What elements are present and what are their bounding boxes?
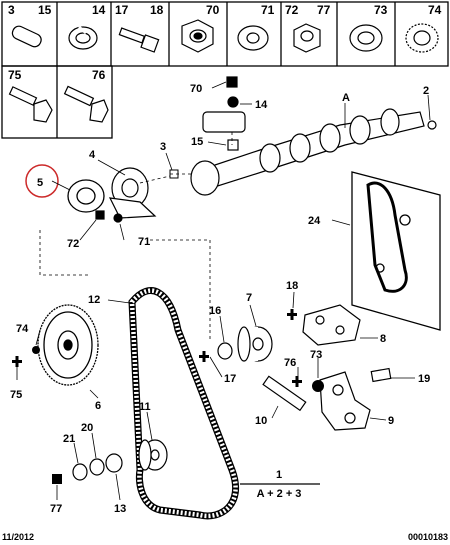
callout-label: 19: [418, 373, 430, 385]
bolt-head: [32, 346, 40, 354]
callout-label: 77: [50, 503, 62, 515]
hex-bolt-icon: [8, 86, 53, 123]
callout-label: 70: [190, 83, 202, 95]
callout-label: 71: [138, 236, 150, 248]
cell-number: 18: [150, 3, 164, 17]
flat-washer-icon: [237, 25, 269, 51]
callout-label: 21: [63, 433, 75, 445]
dowel-pin-icon: [11, 25, 42, 48]
callout-label: 7: [246, 292, 252, 304]
camshaft-hub: [95, 167, 157, 223]
idler-roller: [138, 439, 168, 471]
callout-label: 16: [209, 305, 221, 317]
callout-label: A: [342, 92, 350, 104]
serrated-washer-icon: [405, 23, 439, 53]
formula-top: 1: [276, 469, 282, 481]
cell-number: 73: [374, 3, 388, 17]
callout-label: 74: [16, 323, 29, 335]
footer-code: 00010183: [408, 532, 448, 542]
cell-number: 75: [8, 68, 22, 82]
callout-label: 75: [10, 389, 22, 401]
oil-seal: [67, 179, 105, 213]
cell-number: 71: [261, 3, 275, 17]
cell-number: 14: [92, 3, 106, 17]
idler-pin: [262, 375, 307, 412]
callout-label: 72: [67, 238, 79, 250]
footer-date: 11/2012: [2, 532, 34, 542]
callout-label: 10: [255, 415, 267, 427]
tensioner-roller: [237, 326, 273, 362]
bearing-cap: [202, 76, 246, 151]
cell-number: 72: [285, 3, 299, 17]
cell-number: 15: [38, 3, 52, 17]
callout-label: 13: [114, 503, 126, 515]
hex-nut-icon: [293, 23, 321, 53]
formula-bottom: A + 2 + 3: [257, 488, 302, 500]
camshaft-sprocket: [37, 304, 99, 386]
timing-belt: [128, 287, 240, 520]
callout-label: 11: [139, 401, 151, 413]
callout-label: 20: [81, 422, 93, 434]
callout-label: 2: [423, 85, 429, 97]
washer-stack: [72, 453, 123, 481]
callout-label: 73: [310, 349, 322, 361]
callout-label: 76: [284, 357, 296, 369]
marker-crosses: [12, 309, 302, 387]
leader-lines: [16, 81, 431, 501]
camshaft: [190, 108, 437, 196]
spring-washer-icon: [68, 25, 98, 50]
nut: [312, 380, 324, 392]
callout-label: 14: [255, 99, 268, 111]
tensioner-bracket: [302, 304, 361, 346]
callout-label: 9: [388, 415, 394, 427]
callout-label: 5: [37, 177, 43, 189]
cell-number: 77: [317, 3, 331, 17]
cell-number: 76: [92, 68, 106, 82]
assembly-lines: [39, 132, 233, 340]
flange-nut-icon: [181, 19, 214, 53]
callout-label: 15: [191, 136, 203, 148]
hex-bolt-icon: [63, 85, 109, 123]
callout-label: 18: [286, 280, 298, 292]
washer-icon: [349, 24, 383, 52]
cell-number: 17: [115, 3, 129, 17]
washer: [217, 342, 233, 360]
sleeve: [370, 367, 392, 383]
cell-number: 70: [206, 3, 220, 17]
callout-label: 4: [89, 149, 96, 161]
callout-label: 6: [95, 400, 101, 412]
callout-label: 17: [224, 373, 236, 385]
parts-grid: [1, 1, 449, 139]
callout-label: 24: [308, 215, 321, 227]
cell-number: 3: [8, 3, 15, 17]
bolt-icon: [118, 27, 160, 53]
idler-bracket: [319, 371, 371, 431]
nut-square: [52, 474, 62, 484]
cell-number: 74: [428, 3, 442, 17]
highlight-circle: [25, 164, 59, 198]
callout-label: 8: [380, 333, 386, 345]
callout-label: 12: [88, 294, 100, 306]
callout-label: 3: [160, 141, 166, 153]
belt-routing-inset: [351, 171, 441, 331]
